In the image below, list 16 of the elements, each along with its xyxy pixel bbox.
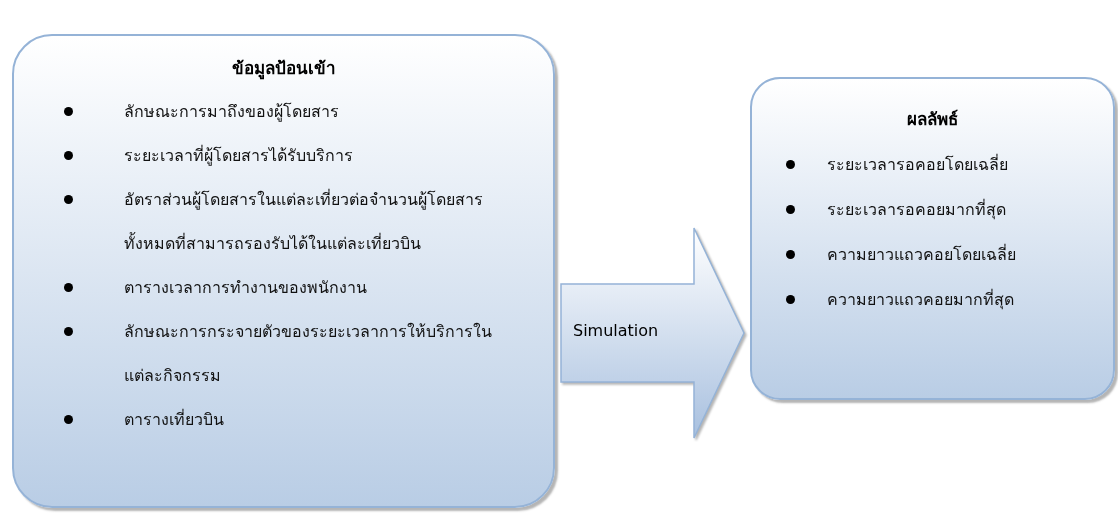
edge-label: Simulation [573, 321, 659, 340]
box-heading: ผลลัพธ์ [906, 108, 959, 131]
list-item: ระยะเวลารอคอยโดยเฉลี่ย [827, 155, 1008, 174]
rounded-box [12, 34, 555, 508]
list-item: ระยะเวลารอคอยมากที่สุด [827, 200, 1006, 219]
list-item: ความยาวแถวคอยมากที่สุด [827, 290, 1014, 309]
list-item: ลักษณะการมาถึงของผู้โดยสาร [124, 102, 339, 121]
list-item: ตารางเวลาการทำงานของพนักงาน [124, 278, 367, 297]
block-arrow [560, 227, 745, 439]
list-item: อัตราส่วนผู้โดยสารในแต่ละเที่ยวต่อจำนวนผู้โดยสารทั้งหมดที่สามารถรองรับได้ในแต่ละเที่ยวบิน [124, 190, 483, 253]
list-item: ลักษณะการกระจายตัวของระยะเวลาการให้บริการในแต่ละกิจกรรม [124, 322, 492, 385]
list-item: ความยาวแถวคอยโดยเฉลี่ย [827, 245, 1016, 264]
list-item: ตารางเที่ยวบิน [124, 410, 224, 429]
list-item: ระยะเวลาที่ผู้โดยสารได้รับบริการ [124, 146, 353, 165]
box-heading: ข้อมูลป้อนเข้า [230, 57, 337, 82]
rounded-box [750, 77, 1115, 400]
